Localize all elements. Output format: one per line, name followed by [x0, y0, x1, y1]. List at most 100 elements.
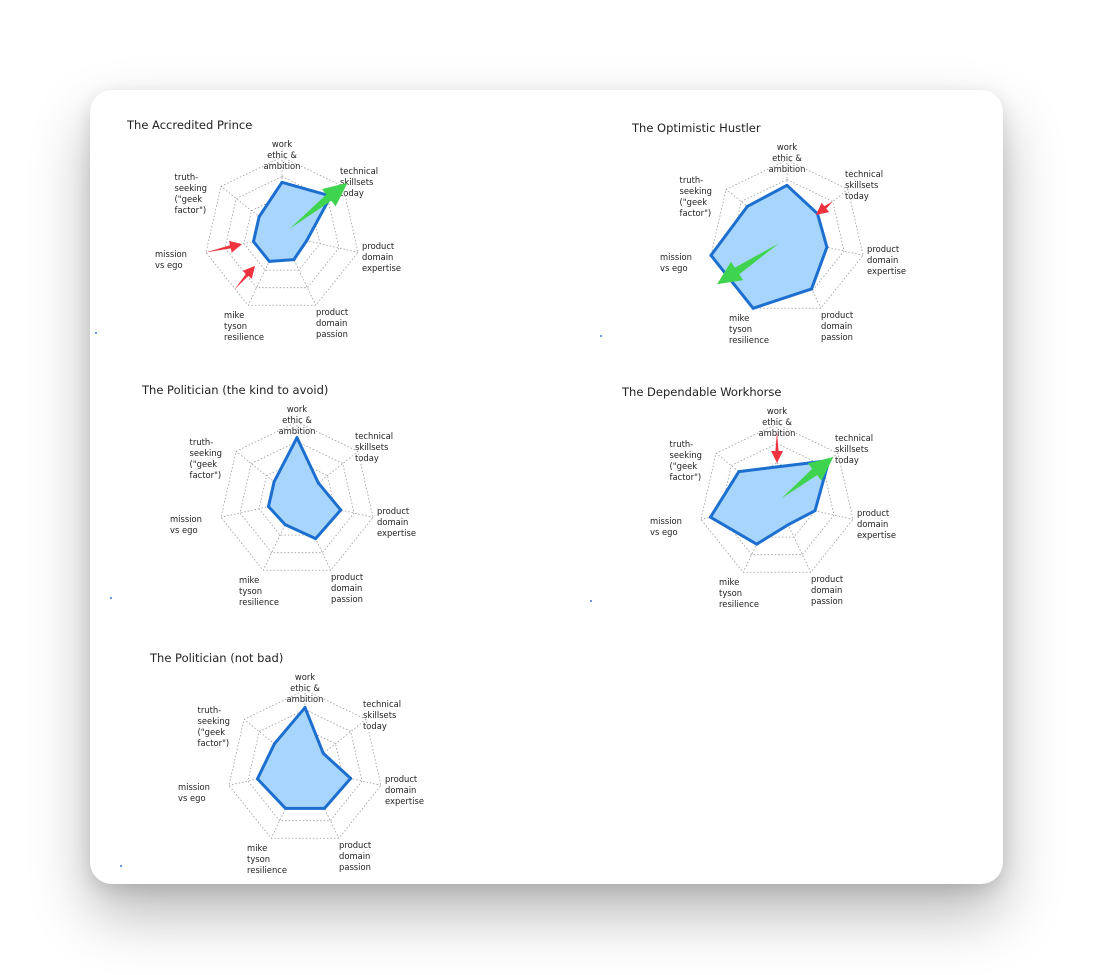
marker-dot	[600, 335, 602, 337]
series-area	[266, 436, 343, 541]
axis-label: product domain passion	[316, 307, 349, 339]
axis-label: work ethic & ambition	[286, 672, 324, 704]
data-point	[709, 253, 713, 257]
grid-ring	[258, 460, 336, 536]
radar-plot	[228, 689, 382, 839]
grid-spoke	[281, 234, 359, 253]
grid-spoke	[281, 234, 317, 306]
axis-label: truth-seeking ("geek factor")	[679, 175, 713, 218]
axis-label: product domain expertise	[385, 774, 424, 806]
axis-label: mission vs ego	[155, 249, 187, 270]
data-point	[303, 706, 307, 710]
data-point	[273, 742, 277, 746]
increase-arrow	[781, 457, 834, 499]
data-point	[708, 515, 712, 519]
axis-label: product domain expertise	[857, 508, 896, 540]
axis-label: mike tyson resilience	[719, 577, 760, 609]
axis-label: product domain expertise	[362, 241, 401, 273]
data-point	[813, 509, 817, 513]
data-point	[825, 245, 829, 249]
data-point	[751, 306, 755, 310]
marker-dot	[120, 865, 122, 867]
marker-dot	[110, 597, 112, 599]
data-point	[339, 508, 343, 512]
axis-label: technical skillsets today	[363, 699, 402, 731]
data-point	[280, 180, 284, 184]
grid-spoke	[304, 719, 367, 769]
data-point	[257, 215, 261, 219]
axis-label: mission vs ego	[660, 252, 692, 273]
chart-title: The Politician (not bad)	[150, 651, 284, 665]
data-point	[267, 259, 271, 263]
axis-label: work ethic & ambition	[768, 142, 806, 174]
data-point	[786, 523, 790, 527]
grid-spoke	[247, 234, 283, 306]
axis-label: work ethic & ambition	[278, 404, 316, 436]
charts-card	[90, 90, 1003, 884]
data-point	[349, 776, 353, 780]
grid-spoke	[262, 499, 298, 571]
chart-title: The Politician (the kind to avoid)	[142, 383, 329, 397]
increase-arrow	[717, 243, 779, 285]
data-point	[284, 806, 288, 810]
data-point	[272, 480, 276, 484]
data-point	[305, 239, 309, 243]
axis-label: mission vs ego	[178, 782, 210, 803]
data-point	[316, 481, 320, 485]
axis-label: technical skillsets today	[355, 431, 394, 463]
axis-label: truth-seeking ("geek factor")	[669, 439, 703, 482]
data-point	[295, 436, 299, 440]
axis-label: mission vs ego	[650, 516, 682, 537]
data-point	[255, 777, 259, 781]
axis-label: technical skillsets today	[340, 166, 379, 198]
axis-label: mike tyson resilience	[247, 843, 288, 875]
grid-spoke	[220, 186, 283, 236]
data-point	[251, 240, 255, 244]
grid-spoke	[296, 451, 359, 501]
axis-label: truth-seeking ("geek factor")	[174, 172, 208, 215]
data-point	[314, 537, 318, 541]
data-point	[775, 465, 779, 469]
decrease-arrow	[815, 201, 833, 215]
chart-title: The Optimistic Hustler	[632, 121, 761, 135]
data-point	[266, 505, 270, 509]
increase-arrow	[289, 182, 348, 229]
series-area	[251, 180, 333, 263]
data-point	[785, 183, 789, 187]
grid-spoke	[205, 234, 283, 253]
series-area	[255, 706, 353, 810]
axis-label: product domain expertise	[377, 506, 416, 538]
axis-label: truth-seeking ("geek factor")	[189, 437, 223, 480]
decrease-arrow	[205, 240, 243, 253]
grid-spoke	[776, 501, 812, 573]
axis-label: product domain passion	[339, 840, 372, 872]
data-point	[755, 542, 759, 546]
radar-plot	[205, 156, 359, 306]
data-point	[292, 258, 296, 262]
radar-plot	[220, 421, 374, 571]
radar-plot	[709, 159, 864, 310]
grid-spoke	[235, 451, 298, 501]
data-point	[321, 751, 325, 755]
axis-label: mission vs ego	[170, 514, 202, 535]
axis-label: product domain passion	[811, 574, 844, 606]
data-point	[745, 204, 749, 208]
data-point	[322, 806, 326, 810]
data-point	[283, 523, 287, 527]
radar-plot	[700, 423, 854, 573]
chart-title: The Accredited Prince	[127, 118, 253, 132]
axis-label: mike tyson resilience	[239, 575, 280, 607]
axis-label: product domain passion	[331, 572, 364, 604]
axis-label: product domain expertise	[867, 244, 906, 276]
marker-dot	[95, 332, 97, 334]
axis-label: mike tyson resilience	[224, 310, 265, 342]
axis-label: work ethic & ambition	[263, 139, 301, 171]
decrease-arrow	[771, 431, 783, 463]
marker-dot	[590, 600, 592, 602]
decrease-arrow	[234, 265, 256, 290]
data-point	[810, 287, 814, 291]
data-point	[737, 470, 741, 474]
axis-label: mike tyson resilience	[729, 313, 770, 345]
axis-label: product domain passion	[821, 310, 854, 342]
series-area	[709, 183, 829, 310]
